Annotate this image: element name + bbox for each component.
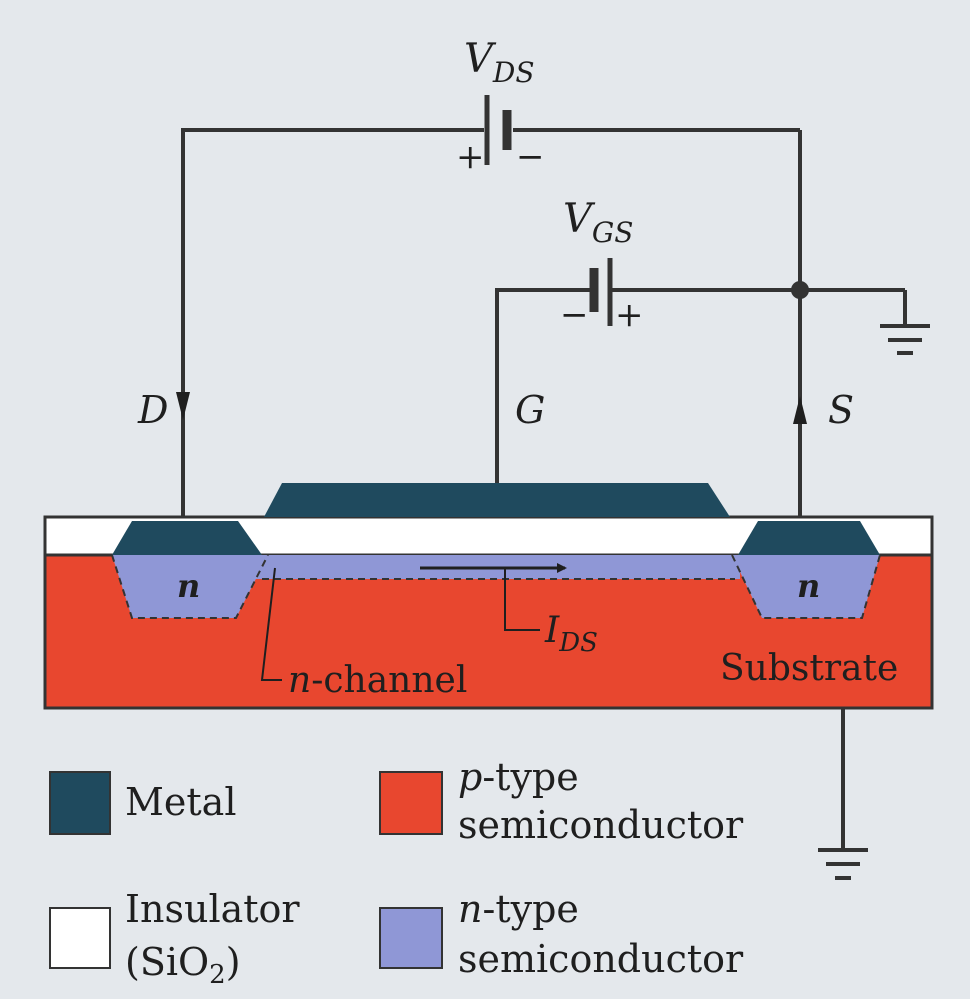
drain-label: D [137,388,168,432]
source-label: S [828,388,854,432]
legend-p-type-label-2: semiconductor [458,803,744,847]
n-well-left-edge [111,554,269,619]
legend-n-type-label-2: semiconductor [458,937,744,981]
vgs-battery [589,258,613,326]
drain-current-arrow [176,392,190,420]
vgs-minus-sign: − [560,295,589,335]
legend-n-type-label-1: n-type [458,887,579,931]
legend-n-type-swatch [379,907,443,969]
source-metal-contact [738,521,880,555]
vgs-plus-sign: + [615,295,644,335]
legend-p-type-label-1: p-type [458,755,579,799]
junction-node [791,281,809,299]
n-well-right-label: n [797,567,820,605]
legend-insulator-label-1: Insulator [125,887,300,931]
vgs-label: VGS [563,196,633,249]
legend-insulator-swatch [49,907,111,969]
drain-metal-contact [112,521,262,555]
vds-battery [484,95,512,165]
legend-insulator-label-2: (SiO2) [125,940,241,990]
drain-wire [181,128,484,517]
channel-leader [260,567,282,681]
n-well-left-label: n [177,567,200,605]
n-channel-label: n-channel [288,660,467,701]
n-well-left [112,555,268,618]
ground-icon [880,324,930,355]
gate-wire [495,288,590,483]
source-current-arrow [793,396,807,424]
vds-minus-sign: − [516,137,545,177]
vds-label: VDS [464,36,535,89]
legend-metal-label: Metal [125,780,236,824]
ids-leader [504,568,540,631]
vds-plus-sign: + [456,137,485,177]
legend-metal-swatch [49,771,111,835]
substrate-ground-icon [818,848,868,880]
ids-label: IDS [544,610,598,658]
n-well-right [732,555,880,618]
gate-metal [264,483,730,517]
gate-label: G [515,388,545,432]
legend-p-type-swatch [379,771,443,835]
substrate-label: Substrate [720,648,898,689]
